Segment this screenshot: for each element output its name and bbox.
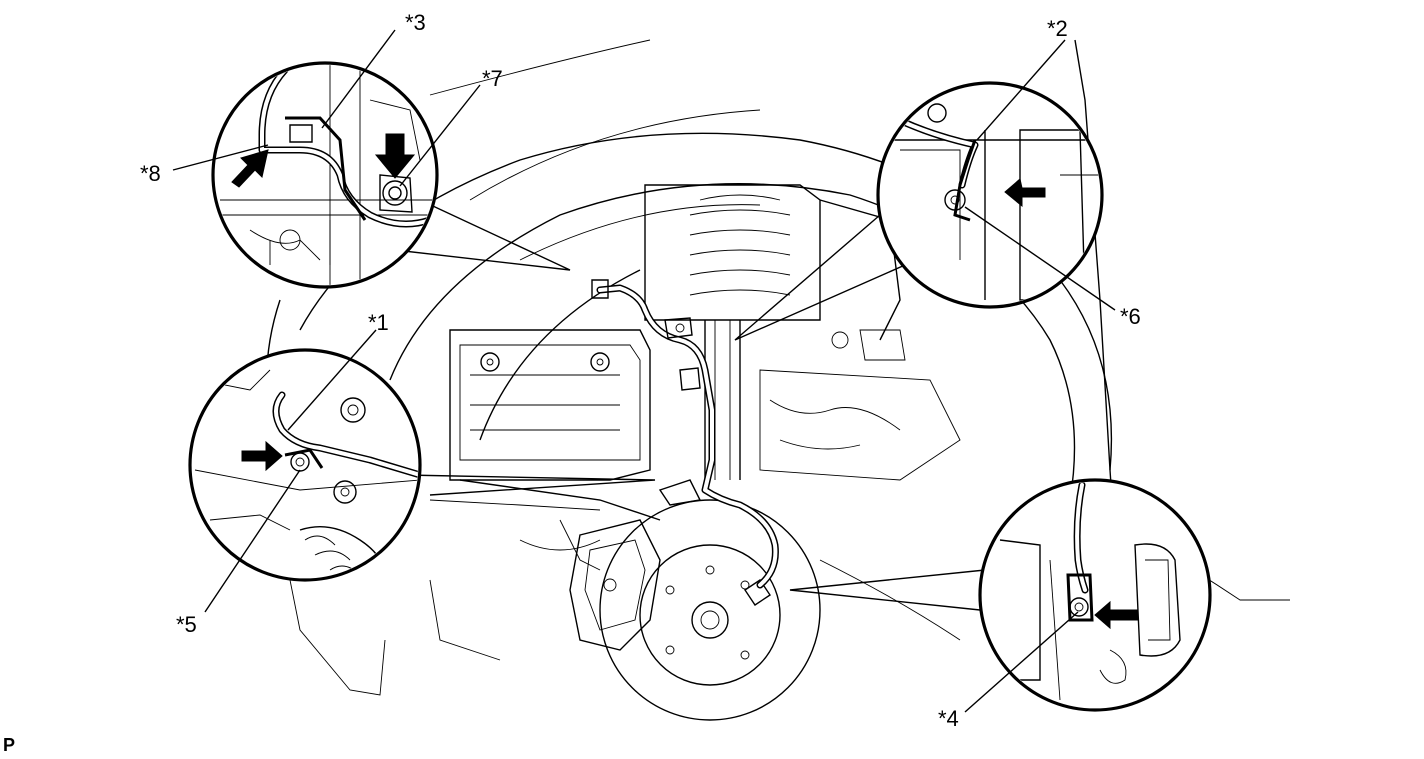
magnifier-pointers	[394, 199, 986, 611]
suspension-assembly	[449, 184, 961, 571]
arrow-icon	[231, 149, 269, 188]
arrow-icon	[1094, 600, 1139, 630]
detail-view-upper-left	[211, 61, 439, 289]
arrow-icon	[1004, 178, 1046, 208]
callout-labels: *1 *2 *3 *4 *5 *6 *7 *8 P	[3, 10, 1141, 755]
detail-view-middle-left	[188, 348, 422, 582]
vehicle-body-outline	[265, 39, 1290, 696]
callout-7: *7	[482, 66, 503, 91]
callout-3: *3	[405, 10, 426, 35]
callout-8: *8	[140, 161, 161, 186]
callout-1: *1	[368, 310, 389, 335]
arrow-icon	[374, 133, 416, 179]
callout-6: *6	[1120, 304, 1141, 329]
arrow-icon	[241, 440, 283, 472]
figure-code: P	[3, 735, 15, 755]
callout-4: *4	[938, 706, 959, 731]
leader-lines	[172, 29, 1116, 713]
callout-5: *5	[176, 612, 197, 637]
callout-2: *2	[1047, 16, 1068, 41]
speed-sensor-wire-main	[591, 279, 779, 589]
detail-view-lower-right	[978, 478, 1212, 712]
brake-disc-and-hub	[569, 499, 821, 721]
detail-view-upper-right	[876, 81, 1104, 309]
